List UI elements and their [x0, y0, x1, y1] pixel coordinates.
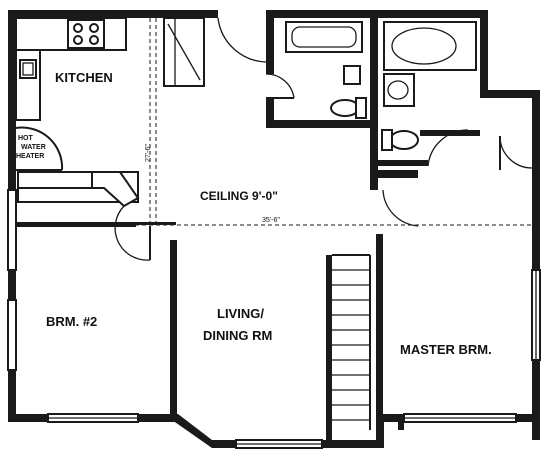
- living-label-line2: DINING RM: [203, 328, 272, 343]
- bathroom-1: [285, 21, 367, 119]
- master-label: MASTER BRM.: [400, 342, 492, 357]
- kitchen-fixtures: [15, 17, 205, 222]
- dimension-lines: [16, 18, 532, 226]
- hot-water-label-1: HOT: [18, 135, 34, 142]
- depth-dimension: 27'-6": [145, 144, 152, 162]
- bedroom2-label: BRM. #2: [46, 314, 97, 329]
- hot-water-label-3: HEATER: [16, 153, 44, 160]
- closet-unit: [17, 171, 151, 261]
- hot-water-label-2: WATER: [21, 144, 46, 151]
- living-label-line1: LIVING/: [217, 306, 264, 321]
- windows: [7, 189, 541, 449]
- width-dimension: 35'-6": [262, 217, 280, 224]
- kitchen-label: KITCHEN: [55, 70, 113, 85]
- top-doors: [217, 17, 295, 99]
- bathroom-2: [381, 21, 477, 167]
- ceiling-label: CEILING 9'-0": [200, 189, 278, 203]
- master-closet-door: [382, 135, 533, 227]
- stairs: [332, 254, 371, 430]
